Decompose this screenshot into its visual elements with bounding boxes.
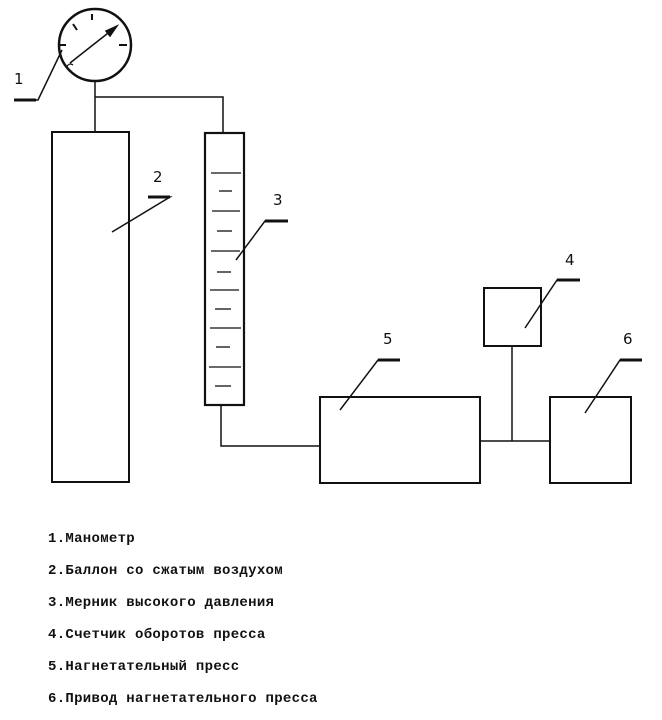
label-burette: 3 [273,191,283,209]
label-manometer: 1 [14,70,24,88]
legend-item: 5.Нагнетательный пресс [48,659,240,675]
pipes [94,81,550,447]
legend-item: 1.Манометр [48,531,136,547]
press-drive [549,396,632,484]
label-counter: 4 [565,251,575,269]
compressed-air-cylinder [51,131,130,483]
label-press: 5 [383,330,393,348]
legend-item: 2.Баллон со сжатым воздухом [48,563,283,579]
legend-item: 3.Мерник высокого давления [48,595,275,611]
legend-item: 4.Счетчик оборотов пресса [48,627,266,643]
revolution-counter [483,287,542,347]
label-cylinder: 2 [153,168,163,186]
high-pressure-burette [203,131,246,407]
legend-item: 6.Привод нагнетательного пресса [48,691,318,707]
label-drive: 6 [623,330,633,348]
manometer [57,7,133,83]
leader-lines [14,49,642,414]
injection-press [319,396,481,484]
